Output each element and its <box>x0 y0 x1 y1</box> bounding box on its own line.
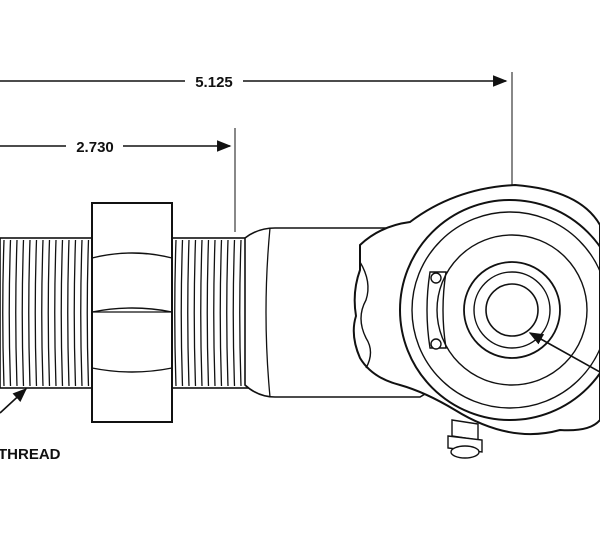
thread-groove <box>86 239 90 387</box>
thread-groove <box>239 239 242 387</box>
thread-groove <box>21 239 25 387</box>
thread-groove <box>200 239 203 387</box>
thread-groove <box>80 239 83 387</box>
thread-groove <box>73 239 77 387</box>
thread-groove <box>226 239 229 387</box>
thread-groove <box>15 239 18 387</box>
thread-groove <box>174 239 177 387</box>
thread-groove <box>41 239 44 387</box>
dimension-thread-to-body: 2.730 <box>0 139 232 156</box>
retaining-pin-top-icon <box>430 272 442 284</box>
thread-callout-label: THREAD <box>0 446 61 463</box>
jam-nut <box>91 202 173 423</box>
thread-groove <box>8 239 12 387</box>
thread-groove <box>193 239 197 387</box>
bore-callout-arrow <box>528 332 600 373</box>
thread-groove <box>206 239 210 387</box>
dimension-label-thread-to-body: 2.730 <box>76 139 114 156</box>
thread-groove <box>54 239 57 387</box>
thread-callout-arrow <box>0 388 28 414</box>
grease-fitting-icon <box>447 419 483 459</box>
thread-groove <box>180 239 184 387</box>
ball-bearing <box>463 261 561 359</box>
thread-groove <box>2 239 5 387</box>
thread-groove <box>187 239 190 387</box>
thread-groove <box>67 239 70 387</box>
dimension-label-overall: 5.125 <box>195 74 233 91</box>
thread-groove <box>213 239 216 387</box>
thread-groove <box>28 239 31 387</box>
dimension-overall-length: 5.125 <box>0 74 508 91</box>
thread-groove <box>47 239 51 387</box>
thread-groove <box>219 239 223 387</box>
thread-groove <box>34 239 38 387</box>
thread-groove <box>60 239 64 387</box>
thread-grooves <box>2 239 242 387</box>
retaining-pin-bottom-icon <box>430 338 442 350</box>
thread-groove <box>232 239 236 387</box>
